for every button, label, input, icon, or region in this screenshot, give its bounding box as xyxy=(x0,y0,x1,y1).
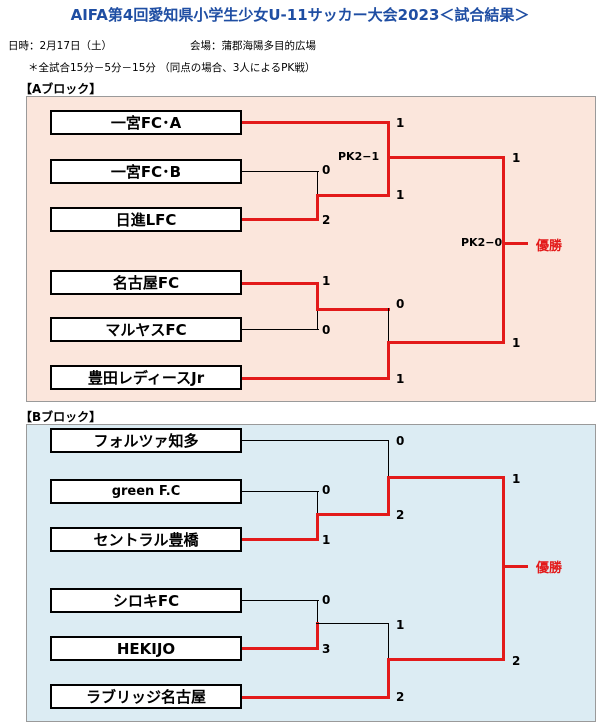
bracket-line-winner xyxy=(428,156,505,159)
score-toyota: 1 xyxy=(396,372,405,386)
score-maruyasu: 0 xyxy=(322,323,331,337)
score-central: 1 xyxy=(322,533,331,547)
bracket-line-winner xyxy=(387,121,390,197)
score-winner-top: 1 xyxy=(396,188,405,202)
pk-result-final: PK2−0 xyxy=(461,236,503,249)
bracket-line-winner xyxy=(316,194,319,221)
team-green-fc: green F.C xyxy=(50,479,242,504)
bracket-line-winner xyxy=(242,647,319,650)
team-forza-chita: フォルツァ知多 xyxy=(50,428,242,453)
bracket-line xyxy=(317,171,318,195)
bracket-line xyxy=(242,171,319,172)
bracket-line-winner xyxy=(387,156,430,159)
bracket-line-winner xyxy=(502,156,505,344)
score-hekijo: 3 xyxy=(322,642,331,656)
bracket-line xyxy=(317,309,318,330)
team-nisshin-lfc: 日進LFC xyxy=(50,207,242,232)
bracket-line-winner xyxy=(387,476,390,516)
bracket-line-winner xyxy=(316,513,390,516)
bracket-line xyxy=(388,623,389,660)
venue-label: 会場：蒲郡海陽多目的広場 xyxy=(190,40,316,52)
bracket-line-winner xyxy=(316,308,390,311)
bracket-line xyxy=(242,491,319,492)
score-green: 0 xyxy=(322,483,331,497)
score-ichinomiya-a: 1 xyxy=(396,116,405,130)
bracket-line-winner xyxy=(242,377,390,380)
team-toyota-ladies-jr: 豊田レディースJr xyxy=(50,365,242,390)
bracket-line-winner xyxy=(242,121,390,124)
score-ichinomiya-b: 0 xyxy=(322,163,331,177)
block-a-panel xyxy=(26,96,596,402)
bracket-line-winner xyxy=(316,282,319,311)
bracket-line xyxy=(316,623,389,624)
bracket-line-winner xyxy=(242,282,319,285)
team-maruyasu-fc: マルヤスFC xyxy=(50,317,242,342)
bracket-line-winner xyxy=(387,476,505,479)
page-title: AIFA第4回愛知県小学生少女U-11サッカー大会2023＜試合結果＞ xyxy=(70,6,530,24)
bracket-line-winner xyxy=(242,538,319,541)
bracket-line xyxy=(388,308,389,343)
block-b-panel xyxy=(26,424,596,722)
bracket-line-winner xyxy=(316,513,319,541)
block-a-label: 【Aブロック】 xyxy=(20,82,102,96)
pk-result-top: PK2−1 xyxy=(338,150,380,163)
bracket-line xyxy=(242,440,389,441)
score-final-top-a: 1 xyxy=(512,151,521,165)
bracket-line-winner xyxy=(242,218,319,221)
score-nagoya: 1 xyxy=(322,274,331,288)
team-lovridge-nagoya: ラブリッジ名古屋 xyxy=(50,684,242,709)
team-ichinomiya-b: 一宮FC･B xyxy=(50,159,242,184)
team-ichinomiya-a: 一宮FC･A xyxy=(50,110,242,135)
score-nisshin: 2 xyxy=(322,213,331,227)
score-winner-top-b: 2 xyxy=(396,508,405,522)
bracket-line xyxy=(388,440,389,478)
bracket-line xyxy=(242,329,319,330)
bracket-line-winner xyxy=(387,341,390,380)
champion-label-b: 優勝 xyxy=(536,561,563,576)
bracket-line-winner xyxy=(502,565,528,568)
score-final-top-b: 1 xyxy=(512,472,521,486)
score-lovridge: 2 xyxy=(396,690,405,704)
team-shiroki-fc: シロキFC xyxy=(50,588,242,613)
team-hekijo: HEKIJO xyxy=(50,636,242,661)
score-winner-mid-b: 1 xyxy=(396,618,405,632)
team-nagoya-fc: 名古屋FC xyxy=(50,270,242,295)
bracket-line xyxy=(242,600,319,601)
block-b-label: 【Bブロック】 xyxy=(20,410,102,424)
bracket-line-winner xyxy=(316,194,390,197)
bracket-line-winner xyxy=(387,658,505,661)
team-central-toyohashi: セントラル豊橋 xyxy=(50,527,242,552)
bracket-line xyxy=(317,491,318,516)
rules-note: ＊全試合15分－5分－15分 （同点の場合、3人によるPK戦） xyxy=(28,62,316,74)
bracket-line-winner xyxy=(502,476,505,661)
score-winner-mid: 0 xyxy=(396,297,405,311)
champion-label-a: 優勝 xyxy=(536,239,563,254)
date-label: 日時：2月17日（土） xyxy=(8,40,113,52)
bracket-line-winner xyxy=(502,242,528,245)
score-forza: 0 xyxy=(396,434,405,448)
bracket-line-winner xyxy=(387,341,505,344)
score-final-bottom-a: 1 xyxy=(512,336,521,350)
bracket-line xyxy=(317,600,318,625)
bracket-line-winner xyxy=(242,696,390,699)
score-final-bottom-b: 2 xyxy=(512,654,521,668)
bracket-line-winner xyxy=(387,658,390,699)
score-shiroki: 0 xyxy=(322,593,331,607)
bracket-line-winner xyxy=(316,622,319,650)
